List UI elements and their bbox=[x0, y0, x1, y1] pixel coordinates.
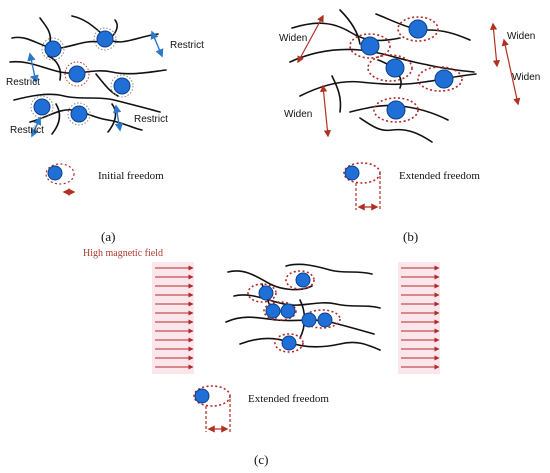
chain bbox=[51, 103, 61, 135]
magnetic-particle bbox=[385, 58, 405, 78]
chain bbox=[107, 103, 117, 133]
restrict-arrow bbox=[27, 52, 39, 84]
legend-a: Initial freedom bbox=[45, 163, 164, 196]
restrict-arrow bbox=[150, 30, 164, 58]
magnetic-particle bbox=[317, 312, 333, 328]
restrict-label: Restrict bbox=[6, 77, 40, 88]
restrict-arrows bbox=[27, 30, 164, 138]
magnetic-particle bbox=[113, 77, 131, 95]
magnetic-particle bbox=[68, 65, 86, 83]
field-background bbox=[152, 262, 194, 374]
widen-label: Widen bbox=[279, 33, 307, 44]
freedom-ring bbox=[303, 309, 341, 329]
magnetic-particle bbox=[408, 19, 428, 39]
widen-label: Widen bbox=[507, 31, 535, 42]
chain bbox=[39, 17, 52, 43]
legend-text: Initial freedom bbox=[98, 170, 164, 182]
panel-caption: (b) bbox=[403, 229, 418, 244]
magnetic-particle bbox=[360, 36, 380, 56]
panel-caption: (c) bbox=[254, 452, 268, 467]
legend-b: Extended freedom bbox=[343, 162, 480, 211]
freedom-ring bbox=[110, 74, 134, 98]
widen-arrow bbox=[501, 38, 521, 106]
legend-particle bbox=[344, 165, 360, 181]
magnetic-particle bbox=[265, 303, 281, 319]
freedom-ring bbox=[67, 102, 91, 126]
widen-arrow bbox=[297, 14, 324, 64]
field-background bbox=[398, 262, 440, 374]
widen-arrow bbox=[489, 22, 501, 68]
panel-a: Restrict Restrict Restrict Restrict Init… bbox=[6, 15, 204, 244]
chain bbox=[239, 337, 381, 351]
widen-arrow bbox=[319, 84, 332, 138]
panel-b: Widen Widen Widen Widen Extended freedom… bbox=[279, 9, 540, 244]
magnetic-particle bbox=[281, 335, 297, 351]
freedom-ring bbox=[285, 270, 315, 290]
restrict-arrow bbox=[30, 116, 42, 138]
freedom-ring bbox=[30, 95, 54, 119]
chain bbox=[13, 93, 161, 113]
magnetic-particle bbox=[386, 100, 406, 120]
field-left bbox=[152, 262, 194, 374]
widen-labels: Widen Widen Widen Widen bbox=[279, 31, 540, 120]
magnetic-particle bbox=[295, 272, 311, 288]
freedom-ring bbox=[263, 301, 297, 321]
chain bbox=[47, 55, 62, 81]
freedom-ring bbox=[64, 61, 90, 87]
freedom-ring bbox=[367, 54, 413, 82]
freedom-ring bbox=[247, 283, 277, 303]
magnetic-particle bbox=[280, 303, 296, 319]
freedom-ring bbox=[417, 66, 463, 92]
magnetic-particle bbox=[44, 40, 62, 58]
legend-freedom-ring bbox=[343, 162, 381, 184]
magnetic-particle bbox=[33, 98, 51, 116]
chain bbox=[291, 22, 401, 42]
freedom-ring bbox=[93, 27, 117, 51]
chain bbox=[233, 294, 381, 309]
legend-freedom-ring bbox=[45, 163, 75, 185]
panel-c: High magnetic field bbox=[83, 248, 440, 467]
widen-label: Widen bbox=[284, 109, 312, 120]
field-label: High magnetic field bbox=[83, 248, 163, 259]
freedom-ring bbox=[349, 33, 391, 59]
widen-label: Widen bbox=[512, 72, 540, 83]
freedom-ring bbox=[373, 97, 419, 123]
chain bbox=[285, 263, 373, 275]
freedom-ring bbox=[274, 333, 304, 353]
magnetic-particle bbox=[70, 105, 88, 123]
restrict-labels: Restrict Restrict Restrict Restrict bbox=[6, 40, 204, 136]
particles-a bbox=[30, 27, 134, 126]
restrict-label: Restrict bbox=[134, 114, 168, 125]
particles-b bbox=[349, 16, 463, 123]
particles-c bbox=[247, 270, 341, 353]
chain bbox=[225, 316, 375, 335]
legend-text: Extended freedom bbox=[399, 170, 480, 182]
restrict-label: Restrict bbox=[170, 40, 204, 51]
freedom-ring bbox=[41, 37, 65, 61]
chain bbox=[331, 75, 342, 113]
magnetic-particle bbox=[301, 312, 317, 328]
widen-arrows bbox=[297, 14, 521, 138]
legend-text: Extended freedom bbox=[248, 393, 329, 405]
restrict-arrow bbox=[112, 104, 124, 132]
chain bbox=[339, 9, 361, 45]
chain bbox=[359, 117, 433, 143]
magnetic-particle bbox=[434, 69, 454, 89]
legend-c: Extended freedom bbox=[193, 385, 329, 433]
legend-particle bbox=[47, 165, 63, 181]
legend-freedom-ring bbox=[193, 385, 231, 407]
freedom-ring bbox=[397, 16, 439, 42]
magnetic-particle bbox=[258, 285, 274, 301]
field-right bbox=[398, 262, 440, 374]
chain bbox=[375, 13, 471, 41]
magnetic-particle bbox=[96, 30, 114, 48]
panel-caption: (a) bbox=[101, 229, 115, 244]
legend-particle bbox=[194, 388, 210, 404]
restrict-label: Restrict bbox=[10, 125, 44, 136]
